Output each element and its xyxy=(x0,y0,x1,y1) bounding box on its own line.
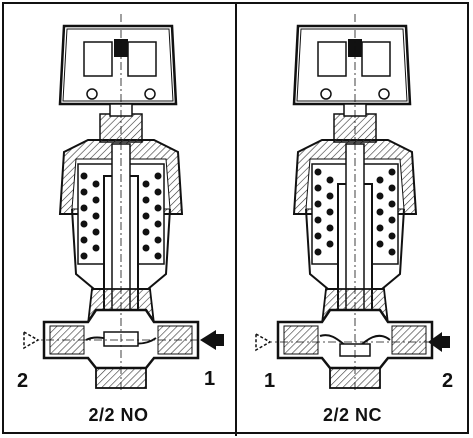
flow-arrow-inlet xyxy=(200,330,224,350)
valve-drawing-no xyxy=(23,14,224,392)
panel-divider xyxy=(235,2,237,436)
port-label-left-nc: 1 xyxy=(264,370,276,392)
flow-arrow-inlet xyxy=(428,332,450,352)
flow-arrow-outlet xyxy=(255,332,272,352)
port-label-left-no: 2 xyxy=(17,370,29,392)
port-label-right-nc: 2 xyxy=(442,370,454,392)
actuator-head xyxy=(292,24,412,106)
valve-drawing-nc xyxy=(255,14,450,392)
caption-no: 2/2 NO xyxy=(88,405,149,425)
flow-arrow-outlet xyxy=(23,330,40,350)
actuator-head xyxy=(58,24,178,106)
port-label-right-no: 1 xyxy=(204,368,216,390)
caption-nc: 2/2 NC xyxy=(322,405,383,425)
